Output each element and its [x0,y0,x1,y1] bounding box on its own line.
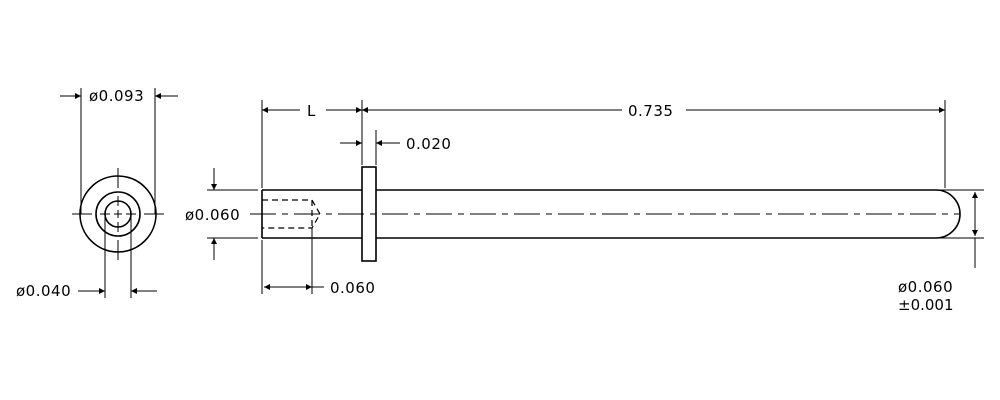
dim-length-L: L [307,102,316,120]
dim-shaft-tolerance: ±0.001 [898,296,954,314]
dim-overall-length: 0.735 [628,102,673,120]
side-view: L 0.735 0.020 ø0.060 0.060 ø0.060 ±0.001 [185,100,984,314]
end-view: ø0.093 ø0.040 [16,87,178,300]
dim-end-outer-diameter: ø0.093 [89,87,144,105]
dim-shaft-diameter: ø0.060 [898,278,953,296]
dim-bore-diameter: ø0.060 [185,206,240,224]
dim-bore-depth: 0.060 [330,279,375,297]
dim-end-inner-diameter: ø0.040 [16,282,71,300]
end-view-middle-circle [95,191,141,237]
dim-flange-thickness: 0.020 [406,135,451,153]
